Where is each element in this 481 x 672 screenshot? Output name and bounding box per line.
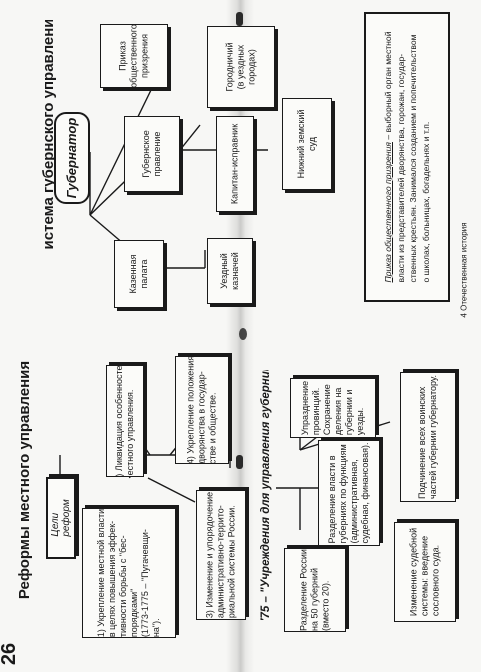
definition-line: власти из представителей дворянства, гор… (395, 53, 406, 283)
definition-term: Приказ общественного призрения (383, 142, 393, 283)
definition-box: Приказ общественного призрения – выборны… (364, 12, 450, 302)
node-prikaz-line: Приказ (117, 41, 128, 71)
node-uezdny-line: казначей (230, 252, 240, 290)
definition-continuation: – выборный орган местной (383, 31, 393, 143)
node-uezdny-line: Уездный (219, 253, 229, 289)
node-prikaz-line: призрения (139, 34, 150, 78)
node-gorodnichiy-line: (в уездных (235, 44, 246, 90)
node-kapitan-box: Капитан-исправник (216, 116, 254, 212)
governor-box: Губернатор (54, 112, 90, 204)
governor-text: Губернатор (64, 117, 79, 199)
definition-line: о школах, больницах, богадельнях и т.п. (420, 121, 431, 283)
node-kapitan-line: Капитан-исправник (229, 123, 240, 205)
node-kapitan-text: Капитан-исправник (230, 124, 241, 204)
node-kazennaya-line: палата (139, 259, 149, 289)
node-prikaz-line: общественного (128, 24, 139, 88)
fold-mark (236, 455, 243, 469)
node-gubernskoe-line: Губернское (141, 130, 151, 178)
node-kazennaya-line: Казенная (128, 254, 138, 294)
fold-mark (236, 12, 243, 26)
right-page-footer: 4 Отечественная история (454, 210, 474, 330)
node-gubernskoe-line: правление (152, 131, 162, 177)
node-nizhny-line: суд (307, 137, 317, 151)
definition-text: Приказ общественного призрения – выборны… (382, 31, 432, 282)
node-nizhny-line: Нижний земский (296, 109, 306, 179)
definition-line: ственных крестьян. Занимался созданием и… (408, 34, 418, 283)
right-page-footer-text: 4 Отечественная история (459, 222, 469, 318)
node-gorodnichiy-line: городах) (246, 49, 257, 85)
node-gorodnichiy-line: Городничий (224, 42, 235, 92)
goals-box: Цели реформ (46, 477, 76, 559)
definition-line: Приказ общественного призрения – выборны… (382, 31, 395, 282)
ink-blot (239, 328, 247, 340)
